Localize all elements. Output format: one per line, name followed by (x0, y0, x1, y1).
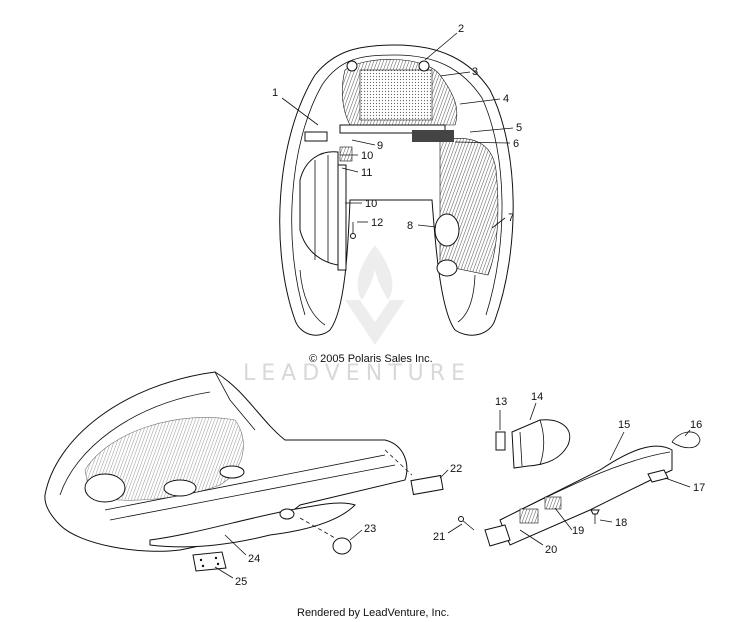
callout-9: 9 (377, 140, 383, 152)
callout-14: 14 (531, 391, 543, 403)
part-15-panel (499, 445, 673, 546)
watermark-text: LEADVENTURE (243, 361, 471, 386)
callout-16: 16 (690, 419, 702, 431)
copyright-notice: © 2005 Polaris Sales Inc. (309, 353, 433, 365)
callout-10b: 10 (365, 198, 377, 210)
bottom-leader-lines (214, 402, 691, 579)
top-leader-lines (281, 32, 514, 229)
callout-8: 8 (407, 220, 413, 232)
callout-11: 11 (361, 167, 372, 179)
callout-17: 17 (693, 482, 705, 494)
callout-23: 23 (364, 523, 376, 535)
bellypan-assembly (44, 371, 413, 552)
part-22-decal (410, 474, 444, 496)
callout-2: 2 (458, 23, 464, 35)
callout-13: 13 (495, 396, 507, 408)
callout-22: 22 (450, 463, 462, 475)
hood-inner-assembly (279, 44, 514, 336)
callout-12: 12 (371, 217, 383, 229)
callout-4: 4 (503, 93, 509, 105)
part-17-decal (647, 469, 669, 483)
callout-15: 15 (618, 419, 630, 431)
callout-21: 21 (433, 531, 445, 543)
callout-1: 1 (272, 87, 278, 99)
callout-25: 25 (235, 576, 247, 588)
part-14-duct (511, 419, 571, 469)
callout-24: 24 (248, 553, 260, 565)
part-16-cable (671, 431, 701, 449)
callout-7: 7 (508, 212, 514, 224)
part-13 (495, 431, 506, 451)
callout-5: 5 (516, 122, 522, 134)
footer-credit: Rendered by LeadVenture, Inc. (297, 607, 449, 619)
callout-20: 20 (545, 544, 557, 556)
part-23-plug (332, 537, 352, 555)
callout-3: 3 (472, 66, 478, 78)
watermark-logo (345, 245, 405, 345)
callout-19: 19 (572, 525, 584, 537)
callout-10a: 10 (361, 150, 373, 162)
part-25-plate (192, 551, 227, 572)
callout-6: 6 (513, 138, 519, 150)
callout-18: 18 (615, 517, 627, 529)
